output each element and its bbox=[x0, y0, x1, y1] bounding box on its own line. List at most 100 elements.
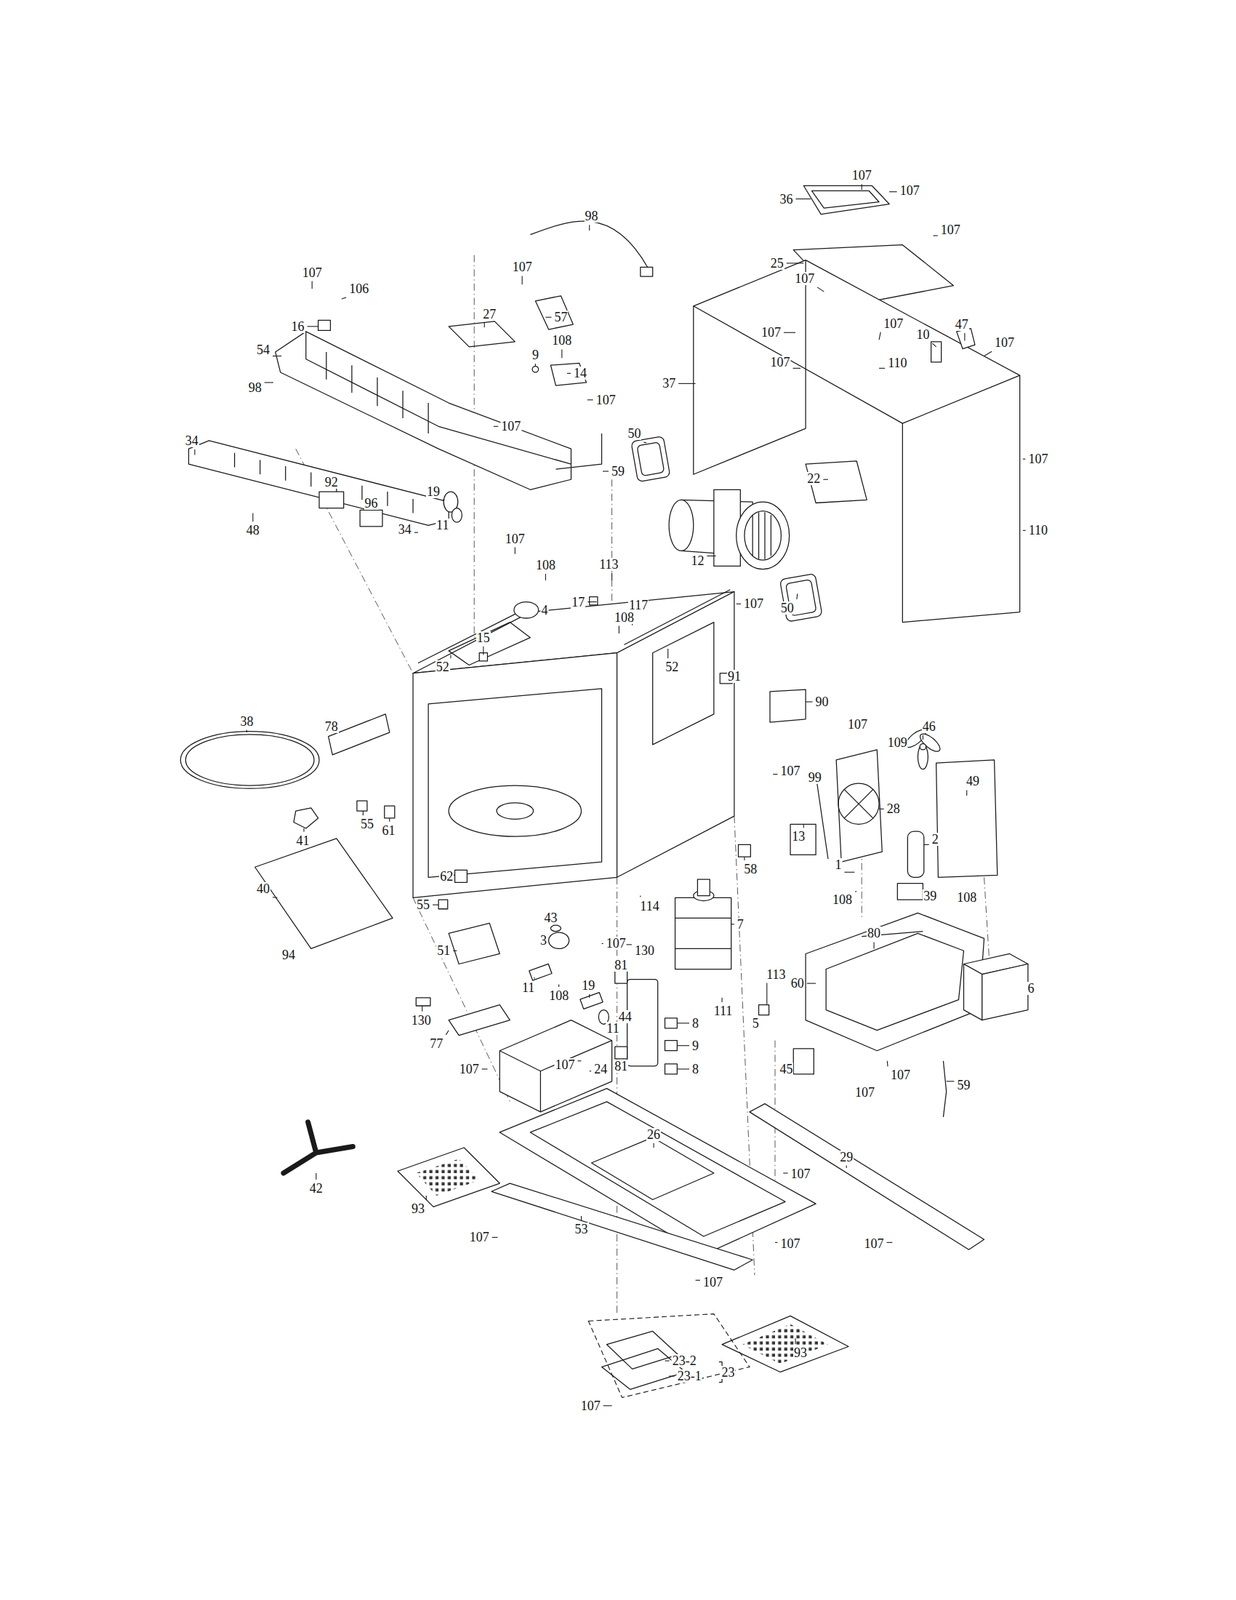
callout-number: 107 bbox=[854, 1085, 876, 1099]
leader-line bbox=[315, 1172, 317, 1180]
leader-line bbox=[602, 942, 604, 944]
callout-number: 107 bbox=[554, 1057, 576, 1071]
callout-number: 27 bbox=[482, 307, 497, 321]
leader-line bbox=[643, 442, 647, 444]
leader-line bbox=[514, 547, 516, 555]
callout-number: 107 bbox=[468, 1230, 491, 1244]
callout-number: 107 bbox=[780, 1236, 802, 1250]
leader-line bbox=[452, 950, 457, 951]
leader-line bbox=[966, 789, 967, 796]
callout-number: 11 bbox=[605, 1021, 620, 1035]
callout-number: 52 bbox=[435, 660, 451, 674]
callout-number: 28 bbox=[886, 801, 901, 816]
callout-number: 37 bbox=[661, 376, 677, 390]
callout-number: 108 bbox=[956, 890, 978, 904]
leader-line bbox=[303, 828, 304, 832]
callout-number: 51 bbox=[436, 943, 451, 957]
leader-line bbox=[783, 1172, 788, 1173]
callout-number: 107 bbox=[889, 1068, 912, 1082]
leader-line bbox=[805, 700, 813, 702]
leader-line bbox=[855, 890, 857, 892]
callout-number: 81 bbox=[613, 1059, 629, 1073]
leader-line bbox=[589, 1070, 592, 1071]
leader-line bbox=[246, 729, 248, 733]
leader-line bbox=[482, 1068, 488, 1069]
leader-line bbox=[421, 1005, 423, 1012]
leader-line bbox=[932, 234, 938, 236]
callout-number: 46 bbox=[921, 719, 937, 733]
callout-number: 107 bbox=[301, 266, 323, 280]
callout-number: 107 bbox=[790, 1166, 812, 1181]
leader-line bbox=[695, 1279, 701, 1281]
callout-number: 25 bbox=[769, 256, 785, 270]
leader-line bbox=[932, 343, 936, 347]
leader-line bbox=[879, 367, 885, 369]
leader-line bbox=[861, 183, 863, 190]
callout-number: 62 bbox=[439, 869, 454, 883]
leader-line bbox=[578, 1060, 582, 1061]
callout-number: 19 bbox=[580, 978, 596, 992]
callout-number: 107 bbox=[899, 183, 921, 198]
leader-line bbox=[795, 1337, 797, 1344]
leader-line bbox=[676, 1068, 690, 1069]
leader-line bbox=[558, 984, 560, 987]
callout-number: 107 bbox=[458, 1062, 480, 1076]
callout-number: 48 bbox=[245, 523, 261, 537]
leader-line bbox=[535, 363, 536, 366]
callout-number: 22 bbox=[806, 471, 821, 485]
callout-number: 107 bbox=[769, 355, 792, 369]
callout-number: 107 bbox=[504, 532, 526, 546]
leader-line bbox=[873, 941, 875, 949]
leader-line bbox=[588, 993, 590, 998]
callout-number: 107 bbox=[780, 764, 802, 778]
callout-number: 108 bbox=[831, 892, 853, 906]
callout-number: 49 bbox=[965, 774, 981, 788]
leader-line bbox=[793, 367, 802, 369]
leader-line bbox=[678, 383, 696, 384]
callout-number: 117 bbox=[628, 598, 649, 612]
leader-line bbox=[736, 603, 741, 605]
callout-number: 26 bbox=[646, 1127, 661, 1141]
callout-number: 2 bbox=[931, 832, 940, 846]
callout-number: 50 bbox=[780, 601, 795, 615]
callout-number: 16 bbox=[290, 319, 306, 333]
leader-line bbox=[922, 735, 924, 740]
leader-line bbox=[964, 332, 965, 341]
leader-line bbox=[786, 262, 804, 264]
callout-number: 98 bbox=[584, 209, 600, 223]
leader-line bbox=[879, 332, 881, 340]
leader-line bbox=[587, 601, 597, 603]
callout-number: 11 bbox=[435, 518, 450, 532]
callout-number: 23-2 bbox=[671, 1353, 698, 1367]
callout-number: 108 bbox=[535, 558, 557, 572]
callout-number: 107 bbox=[605, 936, 627, 950]
callout-number: 107 bbox=[940, 223, 962, 237]
callout-number: 52 bbox=[664, 660, 680, 674]
callout-number: 130 bbox=[633, 943, 656, 957]
callout-number: 40 bbox=[255, 881, 271, 896]
callout-number: 93 bbox=[410, 1201, 426, 1215]
leader-line bbox=[668, 1375, 675, 1377]
callout-number: 5 bbox=[751, 1016, 760, 1030]
leader-line bbox=[946, 1080, 955, 1082]
callout-number: 130 bbox=[410, 1013, 432, 1027]
callout-number: 94 bbox=[281, 948, 296, 962]
callout-number: 6 bbox=[1027, 981, 1036, 995]
callout-number: 113 bbox=[598, 557, 619, 571]
callout-number: 57 bbox=[553, 310, 568, 324]
leader-line bbox=[194, 449, 195, 456]
leader-line bbox=[432, 904, 439, 906]
callout-number: 24 bbox=[593, 1062, 608, 1076]
leader-line bbox=[611, 572, 613, 581]
callout-number: 38 bbox=[239, 714, 254, 728]
leader-line bbox=[545, 573, 547, 581]
leader-line bbox=[796, 593, 798, 600]
leader-line bbox=[665, 1360, 670, 1362]
leader-line bbox=[846, 1165, 848, 1168]
callout-number: 45 bbox=[778, 1062, 794, 1076]
callout-number: 80 bbox=[866, 926, 882, 940]
leader-line bbox=[984, 351, 993, 356]
callout-number: 107 bbox=[847, 717, 869, 731]
